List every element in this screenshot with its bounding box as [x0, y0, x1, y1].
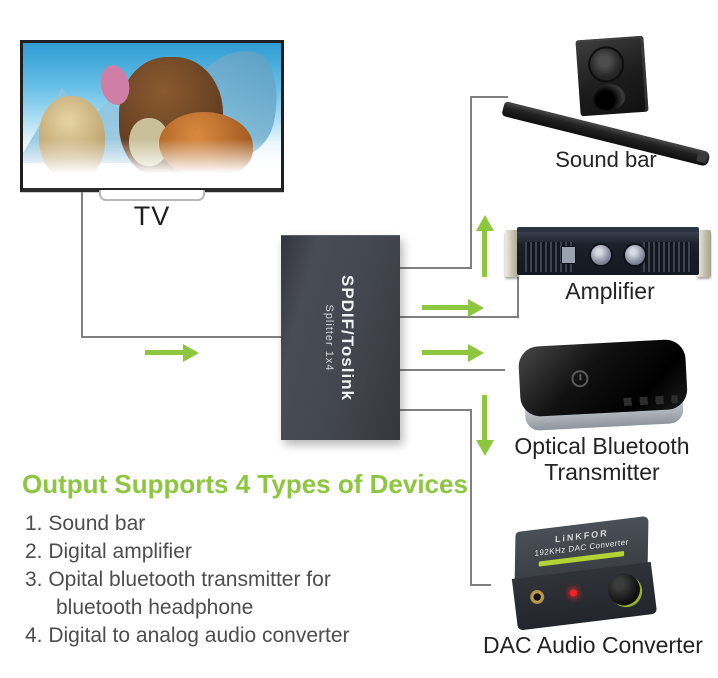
tv-stand	[99, 190, 205, 201]
bluetooth-label-line1: Optical Bluetooth	[514, 433, 690, 459]
subwoofer-speaker	[586, 45, 626, 84]
splitter-name: SPDIF/Toslink	[338, 274, 358, 402]
subwoofer-port	[590, 83, 627, 112]
flow-arrow-amplifier-icon	[482, 230, 487, 277]
soundbar-label: Sound bar	[555, 147, 657, 172]
bluetooth-label: Optical Bluetooth Transmitter	[495, 433, 709, 485]
info-item-4: 4. Digital to analog audio converter	[25, 624, 350, 647]
spdif-splitter-device: SPDIF/Toslink Splitter 1x4	[281, 235, 400, 440]
volume-knob	[606, 571, 642, 608]
flow-arrow-dac-icon	[482, 395, 487, 441]
bluetooth-label-line2: Transmitter	[544, 459, 660, 485]
power-led-icon	[569, 589, 578, 597]
amplifier-knob	[589, 243, 613, 267]
amplifier-knob	[623, 243, 647, 267]
amplifier-rack-ear	[505, 230, 519, 277]
flow-arrow-input-icon	[145, 350, 183, 355]
connector-out1-to-soundbar	[470, 96, 508, 98]
dac-converter-image: LiNKFOR 192KHz DAC Converter	[506, 515, 664, 636]
splitter-subtitle: Splitter 1x4	[323, 304, 336, 372]
flow-arrow-out2-icon	[422, 305, 468, 310]
amplifier-rack-ear	[697, 230, 711, 277]
info-list: 1. Sound bar 2. Digital amplifier 3. Opi…	[25, 510, 350, 650]
tv-label: TV	[133, 201, 171, 231]
tv-image	[20, 40, 284, 192]
info-item-1: 1. Sound bar	[25, 512, 146, 535]
amplifier-image	[505, 227, 711, 278]
flow-arrow-out3-icon	[422, 350, 468, 355]
connector-out4-to-dac	[470, 584, 491, 586]
amplifier-label: Amplifier	[565, 278, 655, 304]
amplifier-display	[561, 246, 576, 264]
info-item-2: 2. Digital amplifier	[25, 540, 192, 563]
tv-art-snow	[23, 138, 281, 188]
headphone-jack-icon	[529, 589, 546, 605]
connector-out1-horizontal	[400, 267, 471, 269]
tv-screen-image	[23, 43, 281, 188]
connector-out2-to-amplifier	[517, 277, 519, 318]
splitter-text-wrap: SPDIF/Toslink Splitter 1x4	[281, 236, 400, 440]
connector-out1-vertical	[470, 96, 472, 269]
amplifier-front-panel	[517, 227, 699, 275]
connector-out4-horizontal	[400, 409, 471, 411]
connector-out4-vertical	[470, 409, 472, 586]
bluetooth-top-face	[517, 338, 689, 418]
amplifier-vent	[643, 242, 691, 272]
connector-out2-horizontal	[400, 316, 519, 318]
connector-out3-to-bluetooth	[400, 369, 505, 371]
info-heading: Output Supports 4 Types of Devices	[22, 469, 468, 499]
subwoofer-image	[575, 35, 649, 117]
power-button-icon	[570, 369, 589, 388]
info-item-3: 3. Opital bluetooth transmitter for	[25, 568, 331, 591]
connector-tv-to-splitter	[81, 336, 282, 338]
info-item-3-continued: bluetooth headphone	[56, 596, 254, 619]
connector-tv-vertical	[81, 192, 83, 338]
bluetooth-transmitter-image	[517, 338, 690, 440]
dac-label: DAC Audio Converter	[483, 632, 703, 658]
